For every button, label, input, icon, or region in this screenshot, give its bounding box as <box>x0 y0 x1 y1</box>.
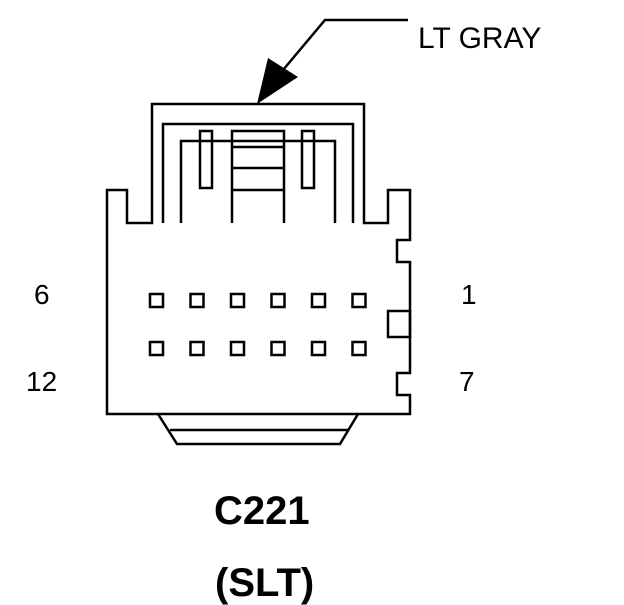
pin-cavity <box>310 292 327 309</box>
pin-cavity <box>270 292 286 309</box>
connector-variant: (SLT) <box>215 561 315 605</box>
pin-cavity <box>270 340 286 357</box>
pin-label-top-left: 6 <box>34 279 50 310</box>
latch-tab-right <box>300 129 316 190</box>
side-key <box>386 309 412 339</box>
latch-tab-left <box>198 129 214 190</box>
pin-cavity <box>148 340 165 357</box>
wire-color-label: LT GRAY <box>418 22 542 55</box>
pin-cavity <box>351 292 367 309</box>
cavity-grid <box>148 292 367 357</box>
pin-label-top-right: 1 <box>461 279 477 310</box>
center-lock <box>230 129 286 223</box>
lock-frame <box>161 122 355 223</box>
lock-inner-left <box>179 139 337 223</box>
arrow-head <box>257 58 298 104</box>
pin-label-bottom-left: 12 <box>26 366 58 397</box>
leader-line <box>282 18 408 71</box>
connector-body-outline <box>105 102 412 416</box>
pin-cavity <box>229 292 246 309</box>
pin-cavity <box>229 340 246 357</box>
pin-cavity <box>310 340 327 357</box>
pin-cavity <box>189 292 205 309</box>
pin-cavity <box>148 292 165 309</box>
pin-label-bottom-right: 7 <box>459 366 475 397</box>
pin-cavity <box>189 340 205 357</box>
bottom-flange <box>156 413 360 446</box>
connector-id: C221 <box>214 489 310 533</box>
pin-cavity <box>351 340 367 357</box>
